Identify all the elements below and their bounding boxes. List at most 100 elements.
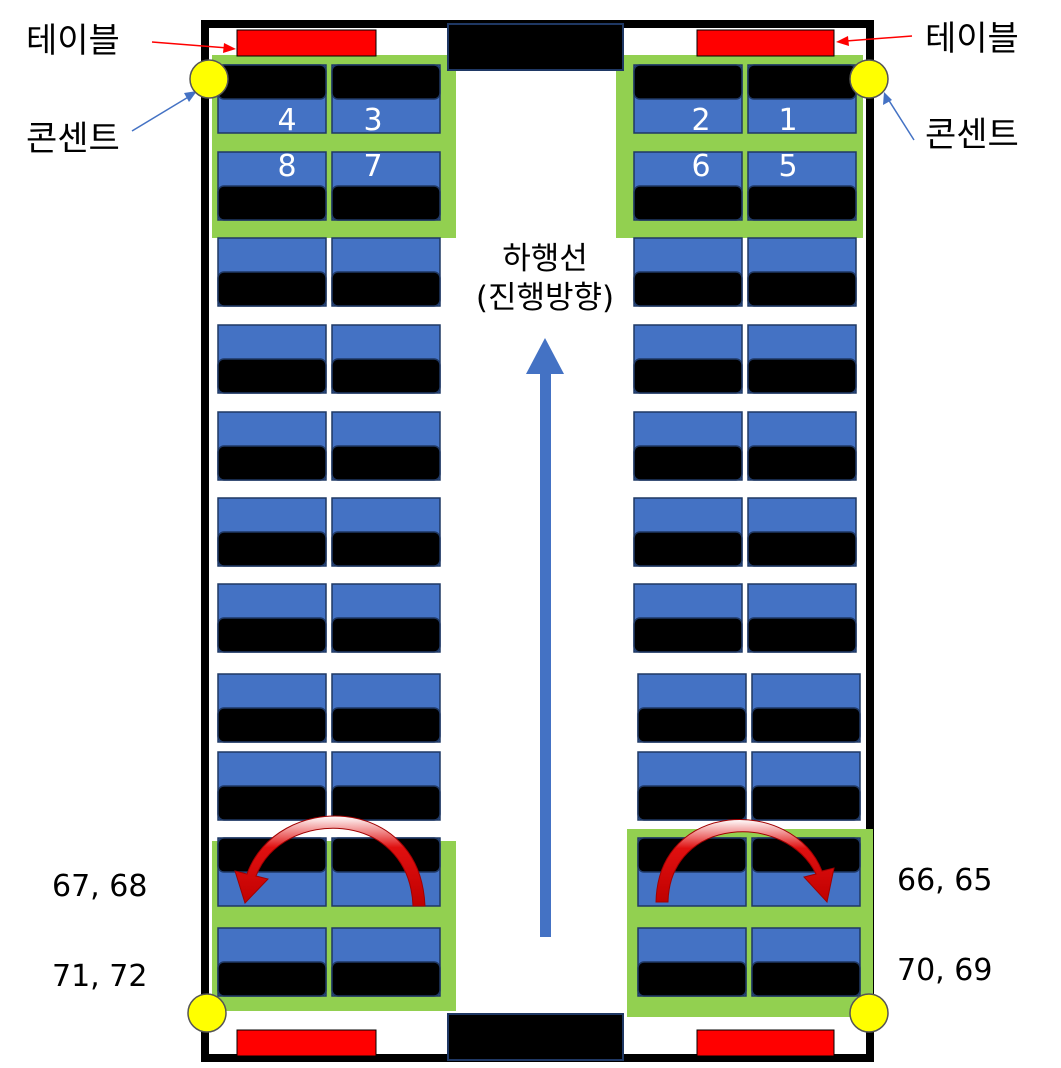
seat (633, 583, 743, 653)
outlet-pointer-left (131, 95, 191, 132)
seat (751, 751, 861, 821)
seat-number: 4 (277, 103, 297, 138)
seat (217, 497, 327, 567)
seat-back (747, 185, 857, 221)
table-top-right (696, 29, 835, 57)
seat (217, 64, 327, 134)
seat-back (747, 358, 857, 394)
table-pointer-left (151, 41, 229, 49)
seat (331, 751, 441, 821)
seat-back (633, 617, 743, 653)
seat-back (217, 358, 327, 394)
turn-arrow-left (234, 815, 426, 907)
seat-back (217, 707, 327, 743)
seat (637, 927, 747, 997)
seat-number: 5 (778, 149, 798, 184)
direction-title-line1: 하행선 (502, 241, 588, 277)
outlet-pointer-right-head (883, 92, 892, 105)
seat (747, 151, 857, 221)
seat (637, 673, 747, 743)
seat (633, 411, 743, 481)
seat (331, 411, 441, 481)
row-label-70-69: 70, 69 (897, 953, 993, 988)
seat-number: 1 (778, 103, 798, 138)
seat (331, 673, 441, 743)
seat (217, 324, 327, 394)
turn-arrow-right (655, 818, 835, 904)
seat-back (331, 961, 441, 997)
outlet-bottom-right (849, 993, 889, 1033)
row-label-66-65: 66, 65 (897, 863, 993, 898)
seat-number: 7 (363, 149, 383, 184)
seat (217, 237, 327, 307)
outlet-top-left (189, 59, 229, 99)
seat-back (633, 64, 743, 100)
outlet-label-left: 콘센트 (26, 119, 120, 159)
table-pointer-left-head (223, 43, 236, 53)
seat-back (217, 785, 327, 821)
seat-number: 6 (691, 149, 711, 184)
seat (217, 751, 327, 821)
seat-back (217, 531, 327, 567)
seat-back (217, 617, 327, 653)
seat (747, 411, 857, 481)
seat (331, 583, 441, 653)
table-pointer-right-head (836, 36, 849, 46)
seat (331, 64, 441, 134)
door-front (447, 23, 624, 71)
seat (633, 237, 743, 307)
seat-back (637, 707, 747, 743)
seat (217, 927, 327, 997)
seat-back (637, 961, 747, 997)
seat-back (331, 358, 441, 394)
seat-back (751, 785, 861, 821)
seat-back (331, 64, 441, 100)
seat (217, 411, 327, 481)
seat-back (331, 185, 441, 221)
seat-back (747, 617, 857, 653)
seat (747, 237, 857, 307)
direction-arrow-shaft (540, 370, 551, 937)
direction-title-line2: (진행방향) (475, 279, 615, 316)
seat-back (331, 707, 441, 743)
seat (633, 64, 743, 134)
seat (633, 151, 743, 221)
seat (633, 497, 743, 567)
seats-group (217, 64, 861, 997)
seat (331, 497, 441, 567)
seat (331, 151, 441, 221)
seat (633, 324, 743, 394)
seat (747, 324, 857, 394)
seat-back (747, 64, 857, 100)
outlet-label-right: 콘센트 (925, 115, 1019, 155)
seat-back (331, 617, 441, 653)
outlet-top-right (849, 59, 889, 99)
seat-back (633, 185, 743, 221)
table-pointer-right (845, 35, 913, 42)
row-label-71-72: 71, 72 (52, 959, 148, 994)
seat-number: 3 (363, 103, 383, 138)
table-top-left (236, 29, 377, 57)
seat-back (217, 64, 327, 100)
seat (217, 151, 327, 221)
direction-arrow-head (526, 338, 564, 374)
seat (751, 673, 861, 743)
direction-title: 하행선 (진행방향) (440, 240, 650, 318)
seat (747, 583, 857, 653)
seat-back (331, 445, 441, 481)
seat-back (217, 271, 327, 307)
seat (331, 927, 441, 997)
seat-back (747, 445, 857, 481)
seat-back (747, 271, 857, 307)
seat (331, 237, 441, 307)
outlet-pointer-left-head (184, 91, 197, 102)
seat (637, 751, 747, 821)
seat-back (217, 185, 327, 221)
table-bottom-left (236, 1029, 377, 1057)
seat (331, 324, 441, 394)
seat-number: 2 (691, 103, 711, 138)
door-rear (447, 1013, 624, 1061)
seat-back (637, 785, 747, 821)
